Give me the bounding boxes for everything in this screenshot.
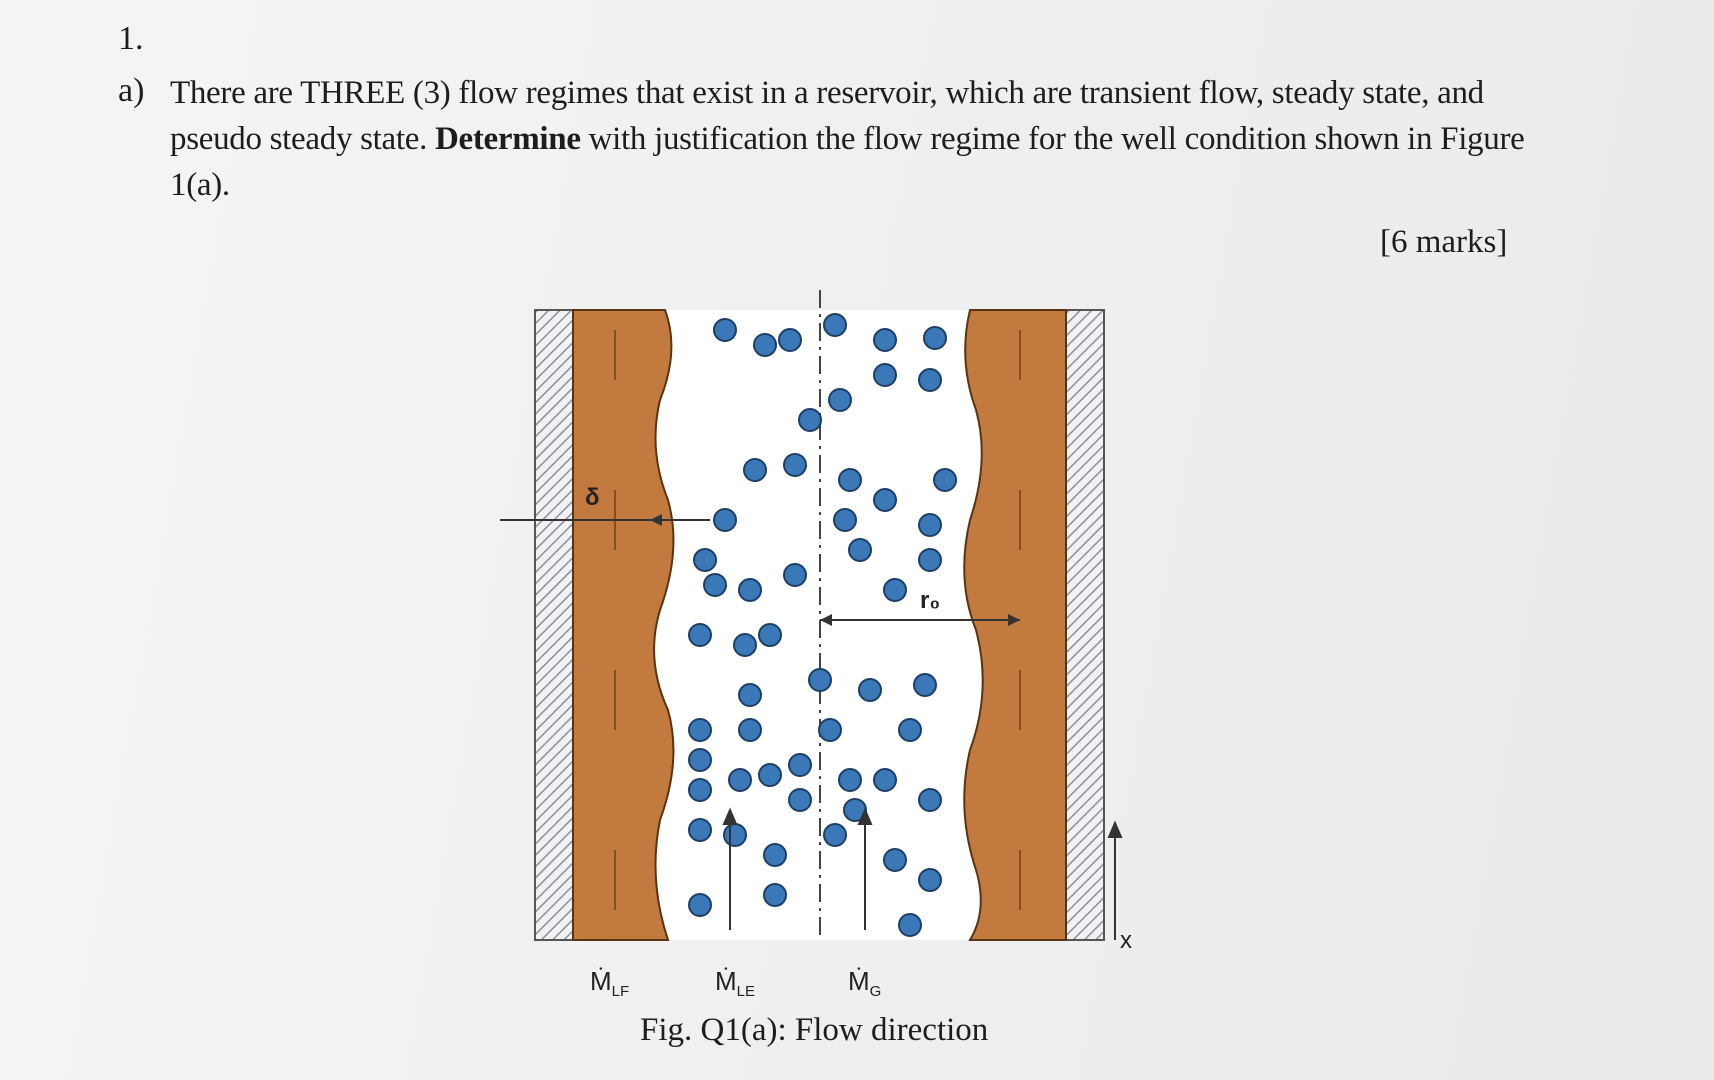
radius-arrowhead <box>1008 614 1020 626</box>
delta-arrowhead <box>650 514 662 526</box>
delta-label: δ <box>585 484 600 511</box>
question-text: There are THREE (3) flow regimes that ex… <box>170 70 1570 208</box>
question-part-label: a) <box>118 72 145 109</box>
right-wall <box>1065 309 1105 941</box>
figure-caption: Fig. Q1(a): Flow direction <box>640 1012 989 1048</box>
question-number: 1. <box>118 20 144 57</box>
flow-arrows <box>722 807 1123 940</box>
left-liquid-film <box>572 309 675 941</box>
radius-arrowhead-left <box>820 614 832 626</box>
m-le-label: ṀLE <box>715 966 755 1000</box>
film-streaks <box>614 330 1021 910</box>
question-text-intro: There are THREE (3) flow regimes that ex… <box>170 75 1484 157</box>
m-g-label: ṀG <box>848 966 881 1000</box>
droplets <box>688 313 957 937</box>
flow-figure: δ r₀ x ṀLF ṀLE ṀG <box>500 290 1140 1070</box>
left-wall <box>534 309 574 941</box>
annular-flow-diagram: δ r₀ x ṀLF ṀLE ṀG <box>500 290 1132 1000</box>
question-bold-keyword: Determine <box>434 121 581 157</box>
right-liquid-film <box>963 309 1067 941</box>
x-axis-label: x <box>1120 927 1132 954</box>
radius-label: r₀ <box>920 587 940 614</box>
m-lf-label: ṀLF <box>590 966 629 1000</box>
marks-label: [6 marks] <box>1380 224 1508 260</box>
question-text-rest: with justification the flow regime for t… <box>170 121 1525 203</box>
